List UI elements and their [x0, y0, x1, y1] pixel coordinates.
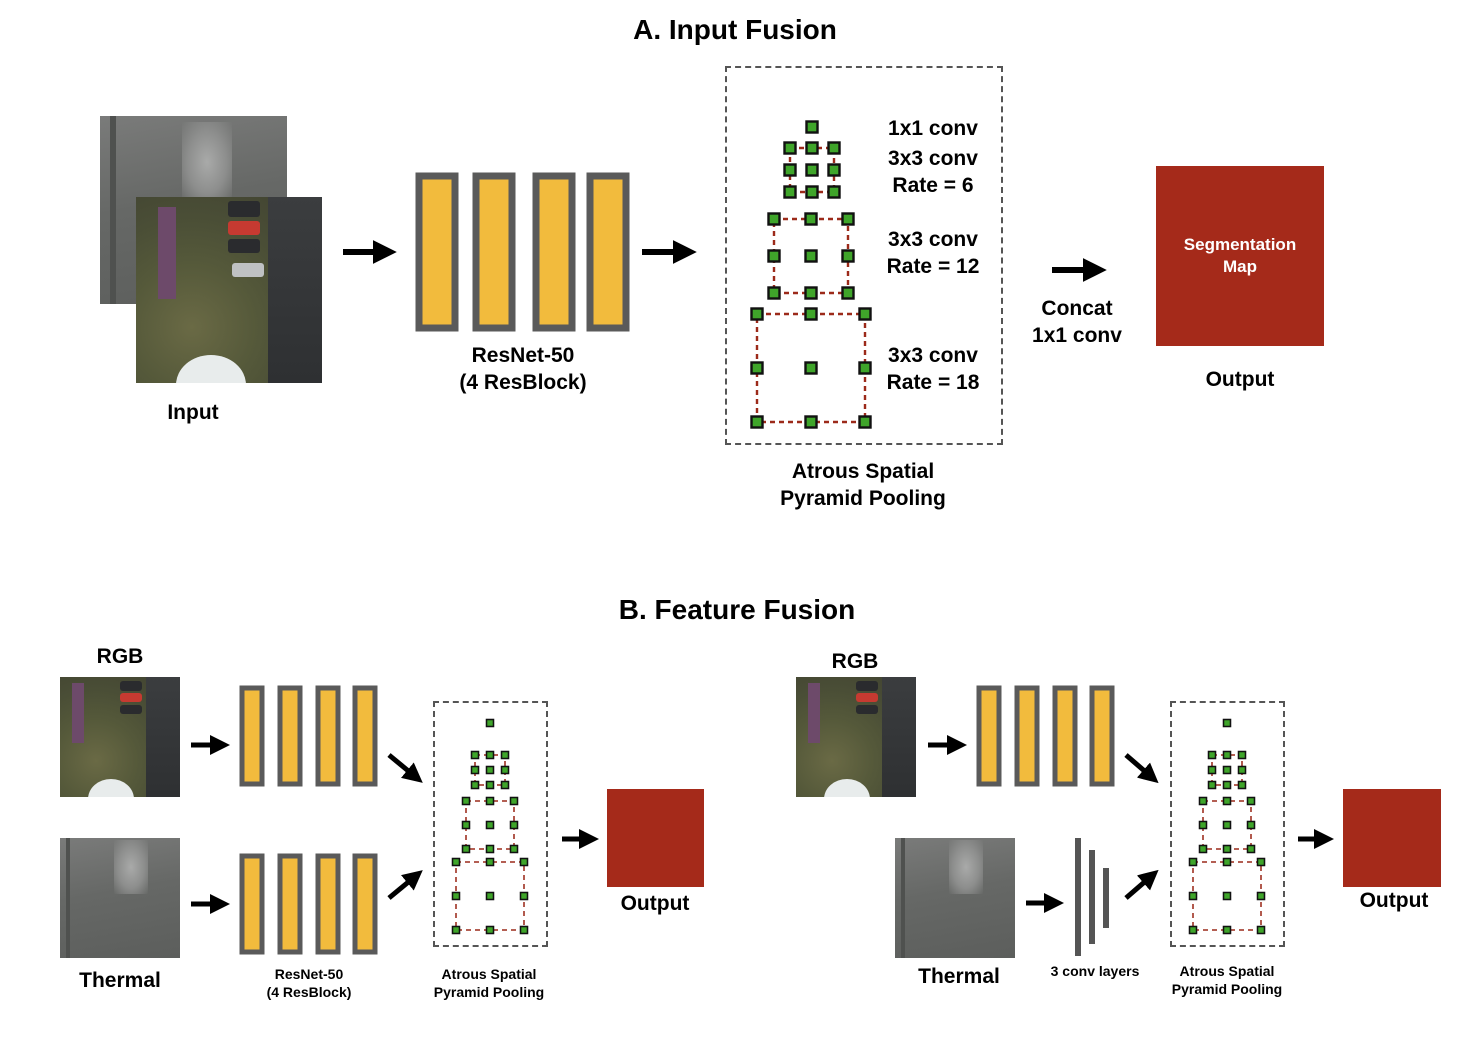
output-label-right: Output [1359, 889, 1429, 912]
left-top-resblock-3 [315, 685, 341, 787]
thermal-image-right [895, 838, 1015, 958]
aspp-row-rate18-b: Rate = 18 [886, 371, 980, 394]
right-bottom-to-aspp-arrow [1124, 869, 1159, 900]
right-top-resblock-3 [1052, 685, 1078, 787]
section-a-resblock-2 [472, 172, 516, 332]
aspp-label-a-1: Atrous Spatial [791, 460, 935, 483]
aspp-row-rate18-a: 3x3 conv [888, 344, 978, 367]
rgb-image-right [796, 677, 916, 797]
conv-layer-1 [1075, 838, 1081, 956]
aspp-label-right-2: Pyramid Pooling [1171, 981, 1283, 997]
aspp-row-1x1: 1x1 conv [888, 117, 978, 140]
segmentation-map-text-1: Segmentation [1183, 234, 1297, 254]
output-label-left: Output [620, 892, 690, 915]
left-top-resblock-4 [352, 685, 378, 787]
aspp-frame-right [1170, 701, 1285, 947]
conv-layer-3 [1103, 868, 1109, 928]
segmentation-map-output: Segmentation Map [1156, 166, 1324, 346]
resnet-label-left-1: ResNet-50 [274, 966, 344, 982]
input-rgb-image [136, 197, 322, 383]
left-top-resblock-2 [277, 685, 303, 787]
left-top-resblock-1 [239, 685, 265, 787]
left-bottom-to-aspp-arrow [387, 870, 423, 900]
aspp-label-left-2: Pyramid Pooling [433, 984, 545, 1000]
left-bottom-resblock-4 [352, 853, 378, 955]
concat-label-2: 1x1 conv [1032, 324, 1122, 347]
thermal-image-left [60, 838, 180, 958]
left-top-to-aspp-arrow [387, 753, 423, 783]
output-block-left [607, 789, 704, 887]
right-top-resblock-4 [1089, 685, 1115, 787]
resnet-label-a-2: (4 ResBlock) [459, 371, 587, 394]
section-a-resblock-3 [532, 172, 576, 332]
left-bottom-resblock-2 [277, 853, 303, 955]
resnet-label-a-1: ResNet-50 [471, 344, 575, 367]
right-top-to-aspp-arrow [1124, 753, 1159, 784]
right-top-resblock-2 [1014, 685, 1040, 787]
section-a-title: A. Input Fusion [633, 14, 837, 45]
aspp-row-rate12-b: Rate = 12 [886, 255, 980, 278]
left-bottom-resblock-1 [239, 853, 265, 955]
conv-layer-2 [1089, 850, 1095, 944]
rgb-label-right: RGB [831, 650, 879, 673]
section-a-resblock-1 [415, 172, 459, 332]
aspp-label-left-1: Atrous Spatial [441, 966, 537, 982]
rgb-image-left [60, 677, 180, 797]
aspp-row-rate6-a: 3x3 conv [888, 147, 978, 170]
conv-layers-label: 3 conv layers [1050, 963, 1140, 979]
section-a-resblock-4 [586, 172, 630, 332]
thermal-label-left: Thermal [79, 969, 161, 992]
aspp-frame-left [433, 701, 548, 947]
concat-label-1: Concat [1041, 297, 1113, 320]
aspp-row-rate6-b: Rate = 6 [892, 174, 974, 197]
aspp-label-right-1: Atrous Spatial [1179, 963, 1275, 979]
input-label: Input [167, 401, 219, 424]
output-block-right [1343, 789, 1441, 887]
right-top-resblock-1 [976, 685, 1002, 787]
left-bottom-resblock-3 [315, 853, 341, 955]
section-b-title: B. Feature Fusion [618, 594, 856, 625]
aspp-row-rate12-a: 3x3 conv [888, 228, 978, 251]
resnet-label-left-2: (4 ResBlock) [266, 984, 352, 1000]
thermal-label-right: Thermal [918, 965, 1000, 988]
aspp-label-a-2: Pyramid Pooling [780, 487, 946, 510]
segmentation-map-text-2: Map [1223, 257, 1257, 276]
rgb-label-left: RGB [96, 645, 144, 668]
output-label-a: Output [1205, 368, 1275, 391]
aspp-frame-a [725, 66, 1003, 445]
